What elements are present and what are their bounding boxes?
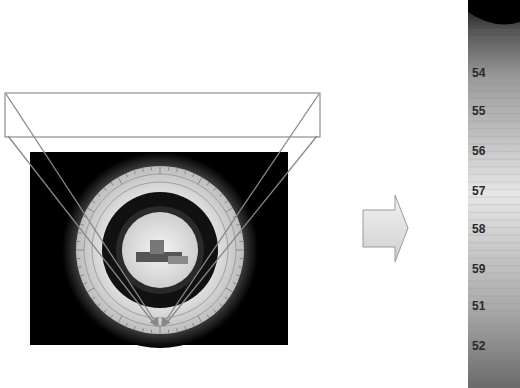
- grid-line: [468, 121, 520, 122]
- scale-tick: [214, 309, 217, 312]
- scale-tick: [151, 330, 152, 334]
- grid-line: [468, 90, 520, 91]
- grid-line: [468, 280, 520, 281]
- scale-number: 58: [472, 222, 485, 236]
- scale-tick: [111, 315, 113, 318]
- grid-line: [468, 334, 520, 335]
- scale-tick: [236, 224, 240, 225]
- scale-tick: [160, 326, 161, 334]
- grid-line: [468, 364, 520, 365]
- scale-tick: [176, 328, 178, 332]
- grid-line: [468, 174, 520, 175]
- scale-tick: [80, 275, 84, 276]
- scale-tick: [214, 188, 217, 191]
- grid-line: [468, 182, 520, 183]
- scale-tick: [87, 208, 94, 212]
- scale-tick: [219, 194, 222, 197]
- scale-tick: [198, 316, 202, 323]
- grid-line: [468, 83, 520, 84]
- grid-line: [468, 37, 520, 38]
- grid-line: [468, 204, 520, 205]
- grid-line: [468, 318, 520, 319]
- scale-number: 59: [472, 262, 485, 276]
- scale-tick: [226, 288, 233, 292]
- grid-line: [468, 212, 520, 213]
- scale-number: 57: [472, 184, 485, 198]
- scale-tick: [104, 309, 107, 312]
- scale-tick: [92, 297, 95, 299]
- scale-tick: [151, 166, 152, 170]
- scale-tick: [207, 315, 209, 318]
- scale-tick: [142, 328, 144, 332]
- scale-tick: [126, 173, 128, 177]
- grid-line: [468, 136, 520, 137]
- scale-number: 54: [472, 66, 485, 80]
- scale-number: 51: [472, 299, 485, 313]
- scale-number: 52: [472, 339, 485, 353]
- grid-line: [468, 220, 520, 221]
- scale-tick: [76, 250, 84, 251]
- scale-tick: [92, 201, 95, 203]
- scale-tick: [83, 283, 87, 285]
- grid-line: [468, 356, 520, 357]
- grid-line: [468, 52, 520, 53]
- grid-line: [468, 98, 520, 99]
- scale-tick: [225, 201, 228, 203]
- scale-tick: [176, 168, 178, 172]
- grid-line: [468, 242, 520, 243]
- scale-tick: [98, 304, 101, 307]
- scale-tick: [185, 170, 186, 174]
- grid-line: [468, 387, 520, 388]
- scale-tick: [76, 241, 80, 242]
- scale-tick: [78, 232, 82, 234]
- grid-line: [468, 326, 520, 327]
- scale-tick: [225, 297, 228, 299]
- scale-tick: [236, 275, 240, 276]
- scale-tick: [219, 304, 222, 307]
- scale-tick: [168, 166, 169, 170]
- scale-tick: [240, 241, 244, 242]
- scale-tick: [118, 316, 122, 323]
- grid-line: [468, 372, 520, 373]
- scale-tick: [104, 188, 107, 191]
- scale-tick: [134, 326, 135, 330]
- grid-line: [468, 296, 520, 297]
- scale-tick: [111, 182, 113, 185]
- scale-number: 55: [472, 104, 485, 118]
- grid-line: [468, 159, 520, 160]
- scale-tick: [193, 323, 195, 327]
- grid-line: [468, 45, 520, 46]
- scale-tick: [118, 177, 122, 184]
- grid-line: [468, 258, 520, 259]
- grid-line: [468, 379, 520, 380]
- scale-tick: [76, 258, 80, 259]
- scale-tick: [80, 224, 84, 225]
- grid-line: [468, 30, 520, 31]
- scale-tick: [142, 168, 144, 172]
- scale-tick: [185, 326, 186, 330]
- scale-tick: [238, 266, 242, 268]
- scale-tick: [87, 288, 94, 292]
- grid-line: [468, 288, 520, 289]
- scale-tick: [233, 283, 237, 285]
- scale-tick: [126, 323, 128, 327]
- scale-tick: [193, 173, 195, 177]
- grid-line: [468, 128, 520, 129]
- grid-line: [468, 60, 520, 61]
- grid-line: [468, 250, 520, 251]
- scale-tick: [78, 266, 82, 268]
- scale-tick: [98, 194, 101, 197]
- scale-number: 56: [472, 144, 485, 158]
- scale-tick: [207, 182, 209, 185]
- scale-tick: [198, 177, 202, 184]
- scale-tick: [168, 330, 169, 334]
- scale-tick: [226, 208, 233, 212]
- grid-line: [468, 166, 520, 167]
- scale-tick: [134, 170, 135, 174]
- scale-tick: [240, 258, 244, 259]
- scale-tick: [160, 166, 161, 174]
- scale-tick: [236, 250, 244, 251]
